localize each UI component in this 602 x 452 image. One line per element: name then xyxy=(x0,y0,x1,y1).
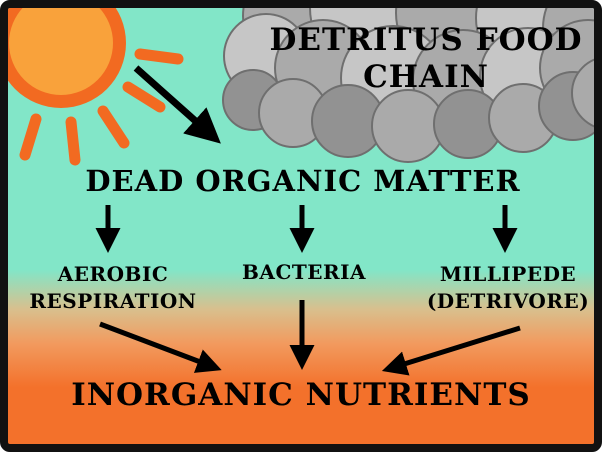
node-bacteria: BACTERIA xyxy=(242,260,366,284)
diagram-title-line1: DETRITUS FOOD xyxy=(269,22,583,58)
cloud-icon xyxy=(222,8,594,163)
sun-ray xyxy=(134,48,184,65)
node-inorganic-nutrients: INORGANIC NUTRIENTS xyxy=(71,377,531,413)
sun-ray xyxy=(97,105,130,149)
node-aerobic-respiration-line2: RESPIRATION xyxy=(29,289,197,313)
node-aerobic-respiration: AEROBIC RESPIRATION xyxy=(17,261,209,315)
sun-icon xyxy=(8,8,184,166)
sun-ray xyxy=(65,116,81,166)
diagram-title-line2: CHAIN xyxy=(363,59,489,95)
diagram-title: DETRITUS FOOD CHAIN xyxy=(248,22,594,96)
sun-to-matter-arrow xyxy=(133,65,221,144)
sun-ray xyxy=(122,81,166,113)
node-millipede-line1: MILLIPEDE xyxy=(439,262,577,286)
sun-ray xyxy=(19,113,42,161)
millipede-to-nutrients-arrow xyxy=(381,325,521,376)
node-millipede-detrivore: MILLIPEDE (DETRIVORE) xyxy=(411,261,594,315)
diagram-artwork xyxy=(8,8,594,376)
aerobic-to-nutrients-arrow xyxy=(99,321,222,373)
node-millipede-line2: (DETRIVORE) xyxy=(426,289,590,313)
node-dead-organic-matter: DEAD ORGANIC MATTER xyxy=(85,164,521,198)
node-aerobic-respiration-line1: AEROBIC xyxy=(57,262,169,286)
